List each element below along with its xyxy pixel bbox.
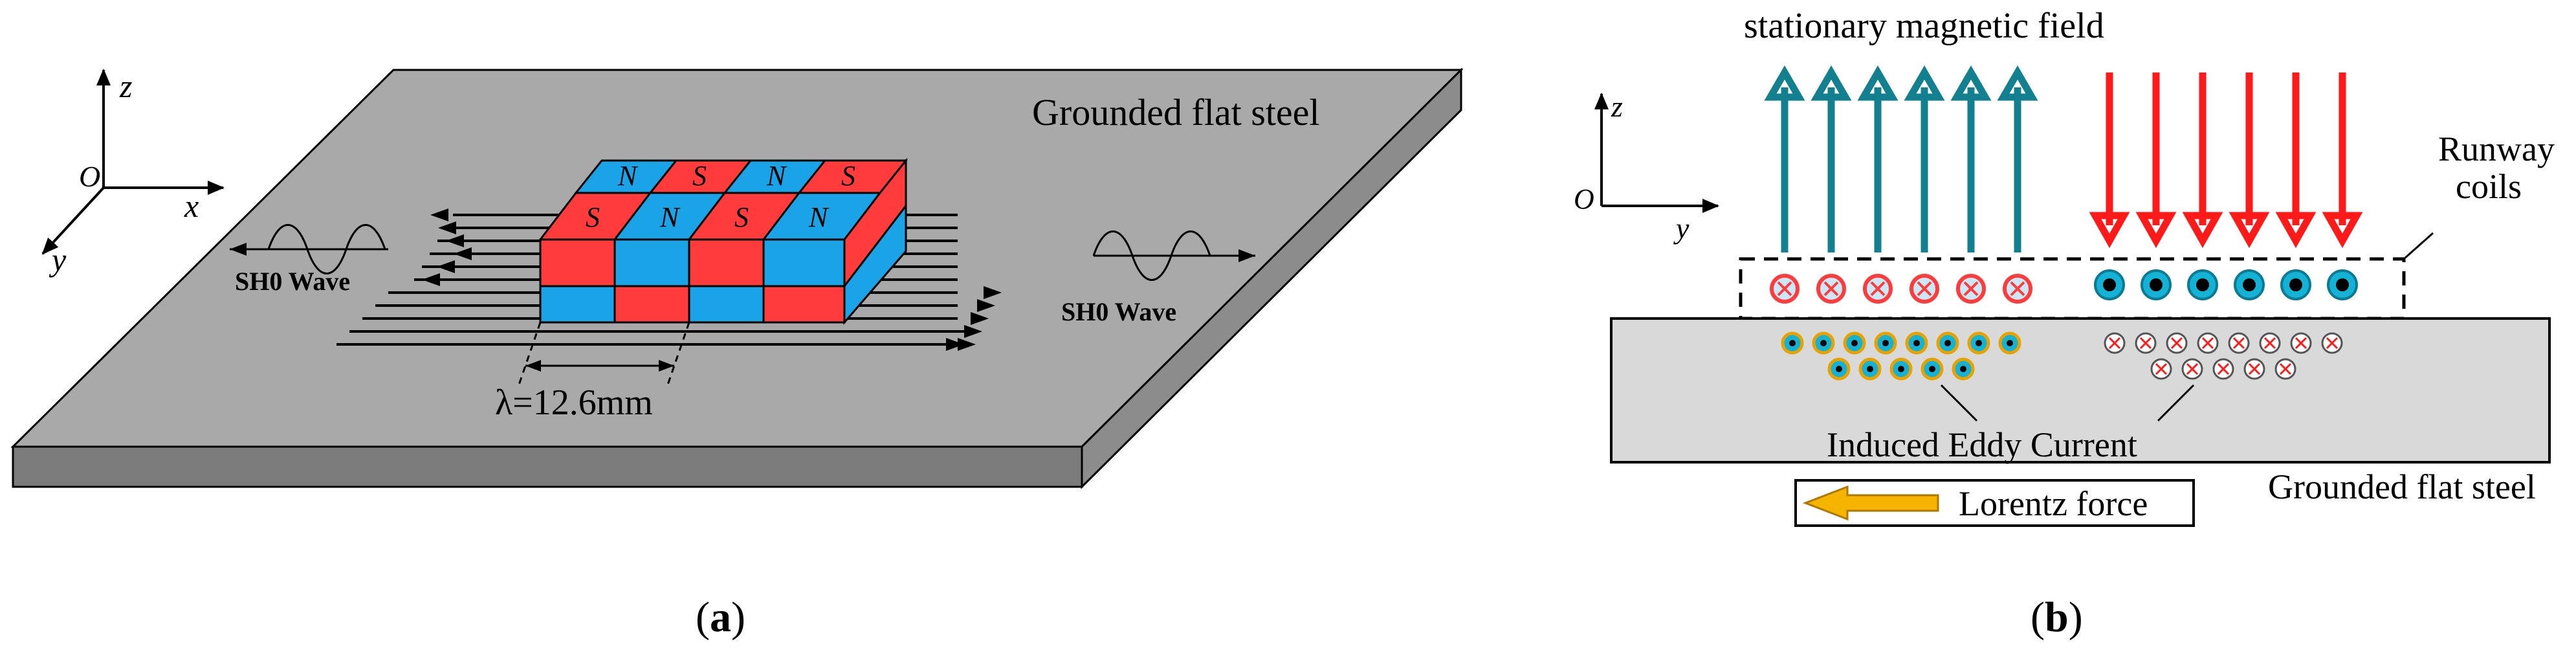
eddy-current-in: [2104, 332, 2343, 380]
pole-front-1: S: [586, 201, 600, 233]
magnet-front-bottom-1: [539, 285, 616, 324]
y-axis-b-label: y: [1673, 212, 1690, 245]
wave-left: [230, 224, 388, 274]
magnet-side-2: [843, 203, 907, 326]
magnet-front-bottom-4: [762, 285, 846, 324]
steel-label: Grounded flat steel: [2268, 467, 2536, 506]
wave-right-label: SH0 Wave: [1061, 297, 1176, 326]
origin-label: O: [79, 160, 100, 193]
magnet-front-top-2: [613, 238, 690, 287]
axes-a: [41, 69, 225, 255]
coil-conductors-out: [2094, 269, 2358, 300]
coil-conductors-into: [1770, 274, 2032, 304]
pole-front-4: N: [808, 201, 830, 233]
magnet-letters: N S N S S N S N: [586, 160, 855, 233]
panel-b: stationary magnetic field z y O: [1574, 6, 2555, 641]
z-axis-b-label: z: [1611, 90, 1623, 123]
caption-b: (b): [2031, 594, 2083, 641]
coil-arrowheads: [422, 208, 1002, 351]
lorentz-label: Lorentz force: [1959, 484, 2148, 523]
x-axis-label: x: [184, 188, 199, 224]
eddy-label: Induced Eddy Current: [1827, 425, 2137, 464]
lorentz-arrow-icon: [1802, 485, 1939, 521]
wavelength-label: λ=12.6mm: [495, 383, 653, 423]
plate-right-face: [1081, 67, 1462, 489]
eddy-current-out-centers: [1789, 340, 2013, 372]
plate-label: Grounded flat steel: [1032, 91, 1320, 133]
y-axis-label: y: [49, 241, 67, 278]
plate-front-face: [12, 445, 1083, 488]
magnet-front-top-3: [688, 238, 765, 287]
steel-slab: [1610, 317, 2551, 464]
magnet-array: [538, 157, 908, 326]
panel-a: z x y O Grounded flat steel: [10, 67, 1464, 641]
caption-a: (a): [696, 594, 745, 641]
pole-top-3: N: [766, 160, 787, 192]
y-axis-line: [41, 186, 105, 255]
runway-coils-leader: [2403, 232, 2434, 260]
magnet-front-top-1: [539, 238, 616, 287]
pole-front-3: S: [734, 201, 749, 233]
eddy-leaders: [1940, 384, 2195, 422]
field-down-arrows: [2089, 73, 2363, 249]
magnet-front-bottom-3: [688, 285, 765, 324]
pole-front-2: N: [659, 201, 681, 233]
magnet-front-bottom-2: [613, 285, 690, 324]
runway-label-2: coils: [2456, 167, 2522, 206]
wave-right: [1092, 230, 1255, 281]
z-axis-label: z: [119, 68, 132, 104]
pole-top-2: S: [692, 160, 707, 192]
eddy-current-out: [1781, 331, 2021, 381]
magnet-front-top-4: [762, 238, 846, 287]
wave-left-label: SH0 Wave: [235, 267, 350, 296]
runway-label-1: Runway: [2438, 129, 2555, 168]
field-label: stationary magnetic field: [1744, 6, 2104, 46]
magnet-side-1: [843, 157, 907, 289]
axes-b: [1594, 93, 1719, 213]
wavelength-marker: [516, 322, 690, 389]
origin-b-label: O: [1574, 183, 1594, 215]
pole-top-1: N: [617, 160, 639, 192]
field-up-arrows: [1764, 65, 2038, 252]
pole-top-4: S: [841, 160, 855, 192]
